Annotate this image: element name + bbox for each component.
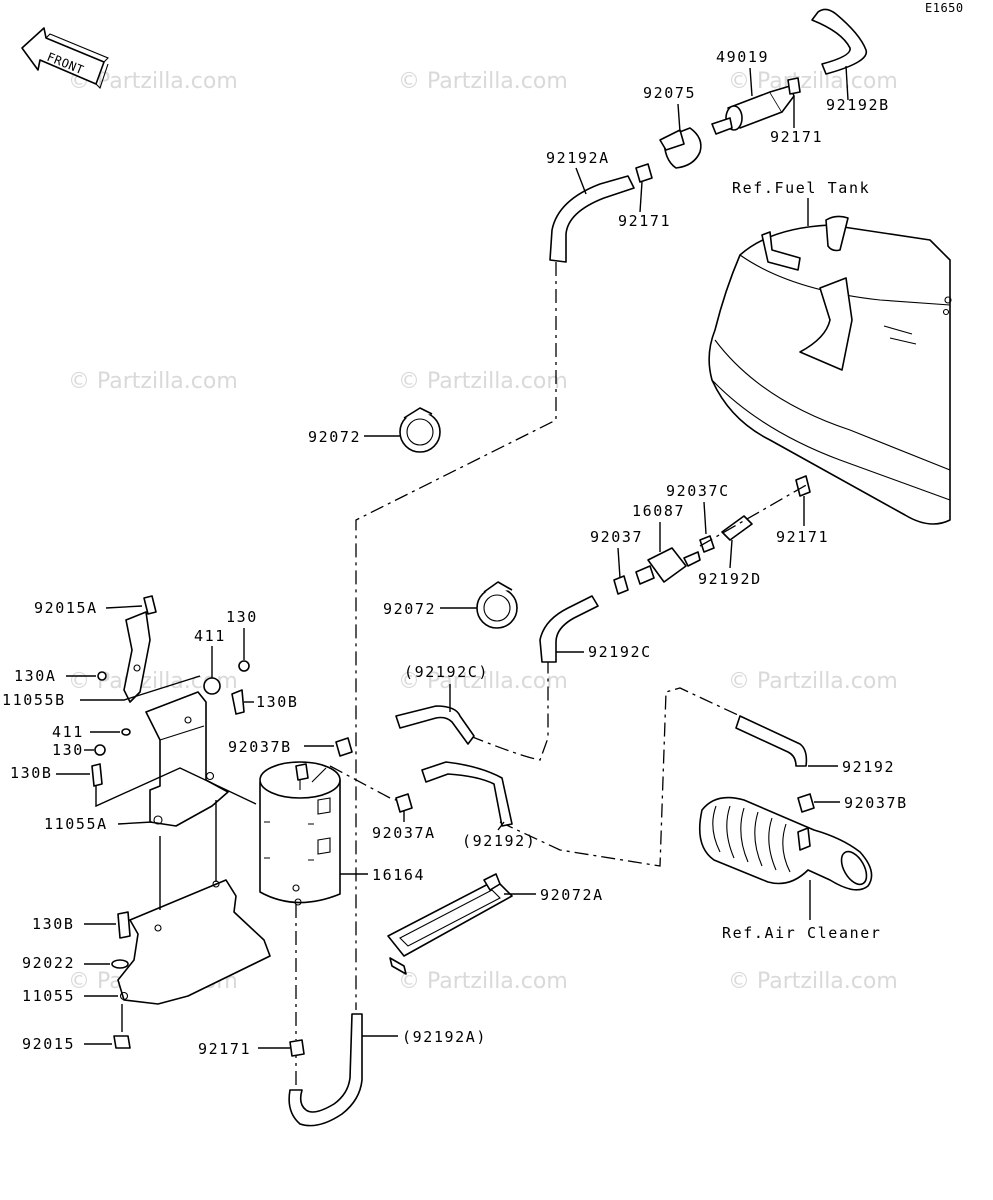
hose-92192C-paren [395, 705, 475, 745]
bracket-11055A [145, 691, 229, 827]
valve-16087 [635, 547, 701, 585]
hose-92192 [735, 715, 808, 767]
watermark: © Partzilla.com [728, 69, 898, 94]
label-411: 411 [52, 723, 84, 741]
label-92037C: 92037C [666, 482, 730, 500]
washer-92022 [111, 959, 129, 969]
bolt-130 [94, 744, 106, 756]
clamp-92037A [395, 793, 413, 813]
clamp-92037B-right [797, 793, 815, 813]
hose-92192B [811, 8, 868, 75]
label-411-top: 411 [194, 627, 226, 645]
label-92192A-paren: (92192A) [402, 1028, 487, 1046]
label-92015A: 92015A [34, 599, 98, 617]
bolt-130-top [238, 660, 250, 672]
holder-92075 [659, 127, 702, 169]
bolt-130B-top [231, 689, 245, 715]
grommet-411-top [203, 677, 221, 695]
watermark: © Partzilla.com [68, 369, 238, 394]
label-92072-a: 92072 [308, 428, 361, 446]
label-92037: 92037 [590, 528, 643, 546]
label-92171-b: 92171 [776, 528, 829, 546]
watermark: © Partzilla.com [728, 969, 898, 994]
ref-air-cleaner-label: Ref.Air Cleaner [722, 924, 881, 942]
bolt-130A [97, 671, 107, 681]
label-92072A: 92072A [540, 886, 604, 904]
label-92192B: 92192B [826, 96, 890, 114]
cap-92015A [143, 595, 157, 615]
clamp-92037C [699, 535, 715, 553]
air-cleaner-boot [698, 796, 873, 891]
label-92171-a: 92171 [618, 212, 671, 230]
watermark: © Partzilla.com [728, 669, 898, 694]
label-92192A: 92192A [546, 149, 610, 167]
label-16087: 16087 [632, 502, 685, 520]
watermark: © Partzilla.com [398, 969, 568, 994]
label-92037B-right: 92037B [844, 794, 908, 812]
label-11055: 11055 [22, 987, 75, 1005]
label-92192C-paren: (92192C) [404, 663, 489, 681]
label-130B-top: 130B [256, 693, 299, 711]
clamp-92037B [335, 737, 353, 757]
hose-92192-paren [421, 761, 513, 827]
clamp-92072-b [476, 581, 518, 629]
clamp-92037 [613, 575, 629, 595]
label-130B-bot: 130B [32, 915, 75, 933]
nut-92015 [113, 1035, 131, 1049]
label-92192: 92192 [842, 758, 895, 776]
clamp-92171-top [787, 77, 801, 95]
label-11055B: 11055B [2, 691, 66, 709]
label-16164: 16164 [372, 866, 425, 884]
hose-92192D [721, 515, 753, 541]
bolt-130B-bot [117, 911, 131, 939]
canister-16164 [259, 761, 341, 906]
diagram-code: E1650 [925, 1, 964, 15]
label-92192C: 92192C [588, 643, 652, 661]
clamp-92171-a [635, 163, 653, 183]
label-92192-paren: (92192) [462, 832, 536, 850]
label-130-top: 130 [226, 608, 258, 626]
label-92037B: 92037B [228, 738, 292, 756]
label-92072-b: 92072 [383, 600, 436, 618]
watermark: © Partzilla.com [398, 69, 568, 94]
hose-92192A-paren [288, 1013, 363, 1127]
label-92022: 92022 [22, 954, 75, 972]
label-92171-bot: 92171 [198, 1040, 251, 1058]
strap-92072A [387, 873, 513, 975]
label-11055A: 11055A [44, 815, 108, 833]
watermark: © Partzilla.com [398, 369, 568, 394]
front-arrow-icon: FRONT [21, 27, 109, 90]
hose-92192C [539, 595, 599, 663]
label-92192D: 92192D [698, 570, 762, 588]
clamp-92171-bot [289, 1039, 305, 1057]
label-92037A: 92037A [372, 824, 436, 842]
fuel-tank [708, 215, 952, 525]
label-130A: 130A [14, 667, 57, 685]
ref-fuel-tank-label: Ref.Fuel Tank [732, 179, 870, 197]
bolt-130B-mid [91, 763, 103, 787]
fuel-filter-49019 [711, 85, 795, 135]
bracket-11055 [117, 879, 271, 1005]
clamp-92072-a [399, 407, 441, 453]
label-130: 130 [52, 741, 84, 759]
label-92015: 92015 [22, 1035, 75, 1053]
label-92075: 92075 [643, 84, 696, 102]
clamp-92171-b [795, 475, 811, 497]
washer-411 [121, 728, 131, 736]
label-92171-top: 92171 [770, 128, 823, 146]
label-49019: 49019 [716, 48, 769, 66]
hose-92192A [549, 175, 635, 263]
watermark: © Partzilla.com [398, 669, 568, 694]
label-130B-mid: 130B [10, 764, 53, 782]
